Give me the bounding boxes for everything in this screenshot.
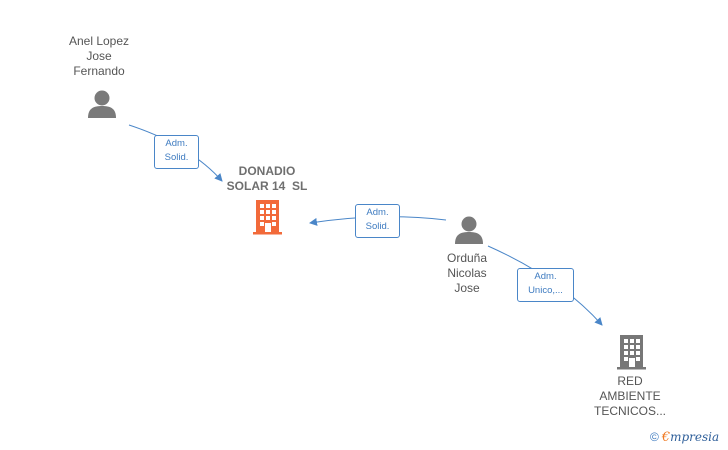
edge-label-line: Adm. [165,138,188,149]
company-donadio-label-line: DONADIO [238,164,296,178]
brand-initial: € [661,430,671,445]
company-red-label[interactable]: RED AMBIENTE TECNICOS... [584,374,676,419]
company-donadio-label-line: SOLAR 14 SL [226,179,308,193]
company-donadio-label[interactable]: DONADIO SOLAR 14 SL [214,164,320,194]
edge-label-orduna-red[interactable]: Adm. Unico,... [517,268,574,302]
edge-label-anel-donadio[interactable]: Adm. Solid. [154,135,199,169]
person-anel-label-line: Fernando [73,64,125,78]
person-orduna-label[interactable]: Orduña Nicolas Jose [427,251,507,296]
company-red-label-line: RED [617,374,643,388]
copyright-symbol: © [650,430,659,444]
edge-label-line: Unico,... [528,285,563,296]
empresia-watermark: ©€mpresia [650,430,719,445]
person-orduna-label-line: Nicolas [447,266,487,280]
brand-name: mpresia [670,430,720,444]
edge-label-line: Adm. [534,271,557,282]
person-anel-label[interactable]: Anel Lopez Jose Fernando [49,34,149,79]
person-orduna-label-line: Jose [454,281,480,295]
edge-label-orduna-donadio[interactable]: Adm. Solid. [355,204,400,238]
building-icon[interactable] [252,199,283,235]
company-red-label-line: TECNICOS... [593,404,666,418]
person-icon[interactable] [87,89,117,118]
edge-label-line: Solid. [164,152,189,163]
company-red-label-line: AMBIENTE [599,389,661,403]
person-anel-label-line: Anel Lopez [68,34,130,48]
person-icon[interactable] [454,215,484,244]
person-orduna-label-line: Orduña [446,251,488,265]
building-icon[interactable] [616,334,647,370]
edge-label-line: Solid. [365,221,390,232]
person-anel-label-line: Jose [86,49,112,63]
edge-label-line: Adm. [366,207,389,218]
